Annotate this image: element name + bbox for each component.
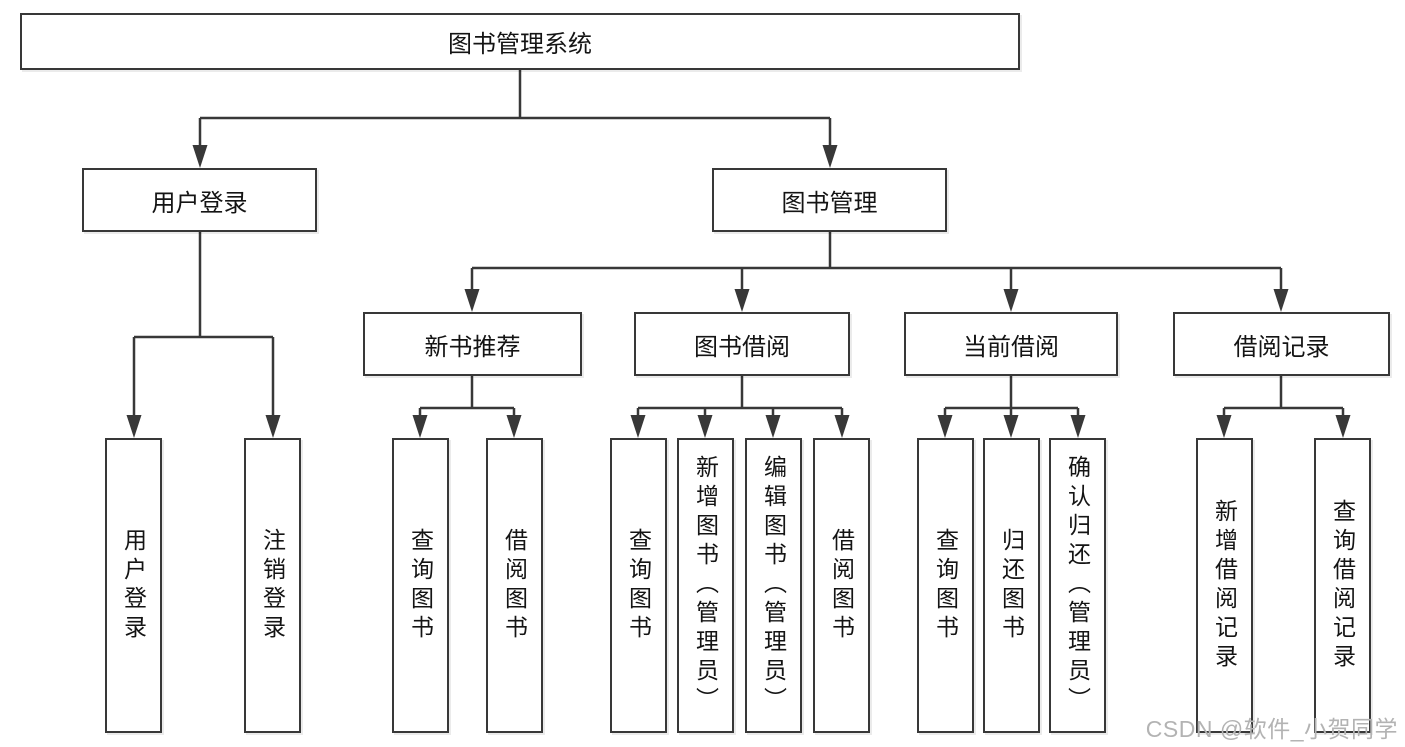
leaf-label: 编辑图书（管理员） — [760, 455, 787, 716]
leaf-query-borrow-record: 查询借阅记录 — [1314, 438, 1371, 733]
leaf-borrow-books-1: 借阅图书 — [486, 438, 543, 733]
node-book-borrowing: 图书借阅 — [634, 312, 850, 376]
leaf-confirm-return-admin: 确认归还（管理员） — [1049, 438, 1106, 733]
node-label: 图书借阅 — [694, 333, 790, 361]
leaf-return-books: 归还图书 — [983, 438, 1040, 733]
connector-book-borrow-to-leaves — [630, 376, 850, 438]
leaf-label: 借阅图书 — [828, 527, 855, 644]
leaf-label: 借阅图书 — [501, 527, 528, 644]
leaf-query-books-3: 查询图书 — [917, 438, 974, 733]
node-label: 用户登录 — [151, 189, 248, 217]
leaf-label: 新增借阅记录 — [1211, 498, 1238, 673]
leaf-query-books-1: 查询图书 — [392, 438, 449, 733]
leaf-label: 查询图书 — [932, 527, 959, 644]
leaf-label: 归还图书 — [998, 527, 1025, 644]
leaf-label: 用户登录 — [120, 527, 147, 644]
connector-current-borrow-to-leaves — [937, 376, 1086, 438]
leaf-user-login: 用户登录 — [105, 438, 162, 733]
leaf-label: 查询借阅记录 — [1329, 498, 1356, 673]
connector-book-mgmt-to-level3 — [464, 232, 1289, 312]
leaf-label: 注销登录 — [259, 527, 286, 644]
node-new-book-recommendation: 新书推荐 — [363, 312, 582, 376]
node-user-login: 用户登录 — [82, 168, 317, 232]
node-borrowing-records: 借阅记录 — [1173, 312, 1390, 376]
node-library-management-system: 图书管理系统 — [20, 13, 1020, 70]
leaf-add-borrow-record: 新增借阅记录 — [1196, 438, 1253, 733]
node-label: 当前借阅 — [963, 333, 1059, 361]
leaf-label: 确认归还（管理员） — [1064, 455, 1091, 716]
watermark: CSDN @软件_小贺同学 — [1145, 716, 1398, 742]
node-label: 新书推荐 — [424, 333, 521, 361]
leaf-label: 查询图书 — [407, 527, 434, 644]
leaf-query-books-2: 查询图书 — [610, 438, 667, 733]
leaf-label: 新增图书（管理员） — [692, 455, 719, 716]
leaf-label: 查询图书 — [625, 527, 652, 644]
connector-new-book-rec-to-leaves — [412, 376, 522, 438]
connector-root-to-level2 — [192, 70, 838, 168]
node-label: 图书管理 — [781, 189, 878, 217]
connector-user-login-to-leaves — [126, 232, 281, 438]
node-label: 借阅记录 — [1233, 333, 1330, 361]
leaf-logout: 注销登录 — [244, 438, 301, 733]
leaf-edit-books-admin: 编辑图书（管理员） — [745, 438, 802, 733]
connector-borrow-records-to-leaves — [1216, 376, 1351, 438]
node-book-management: 图书管理 — [712, 168, 947, 232]
leaf-add-books-admin: 新增图书（管理员） — [677, 438, 734, 733]
leaf-borrow-books-2: 借阅图书 — [813, 438, 870, 733]
node-label: 图书管理系统 — [448, 31, 592, 58]
node-current-borrowing: 当前借阅 — [904, 312, 1118, 376]
